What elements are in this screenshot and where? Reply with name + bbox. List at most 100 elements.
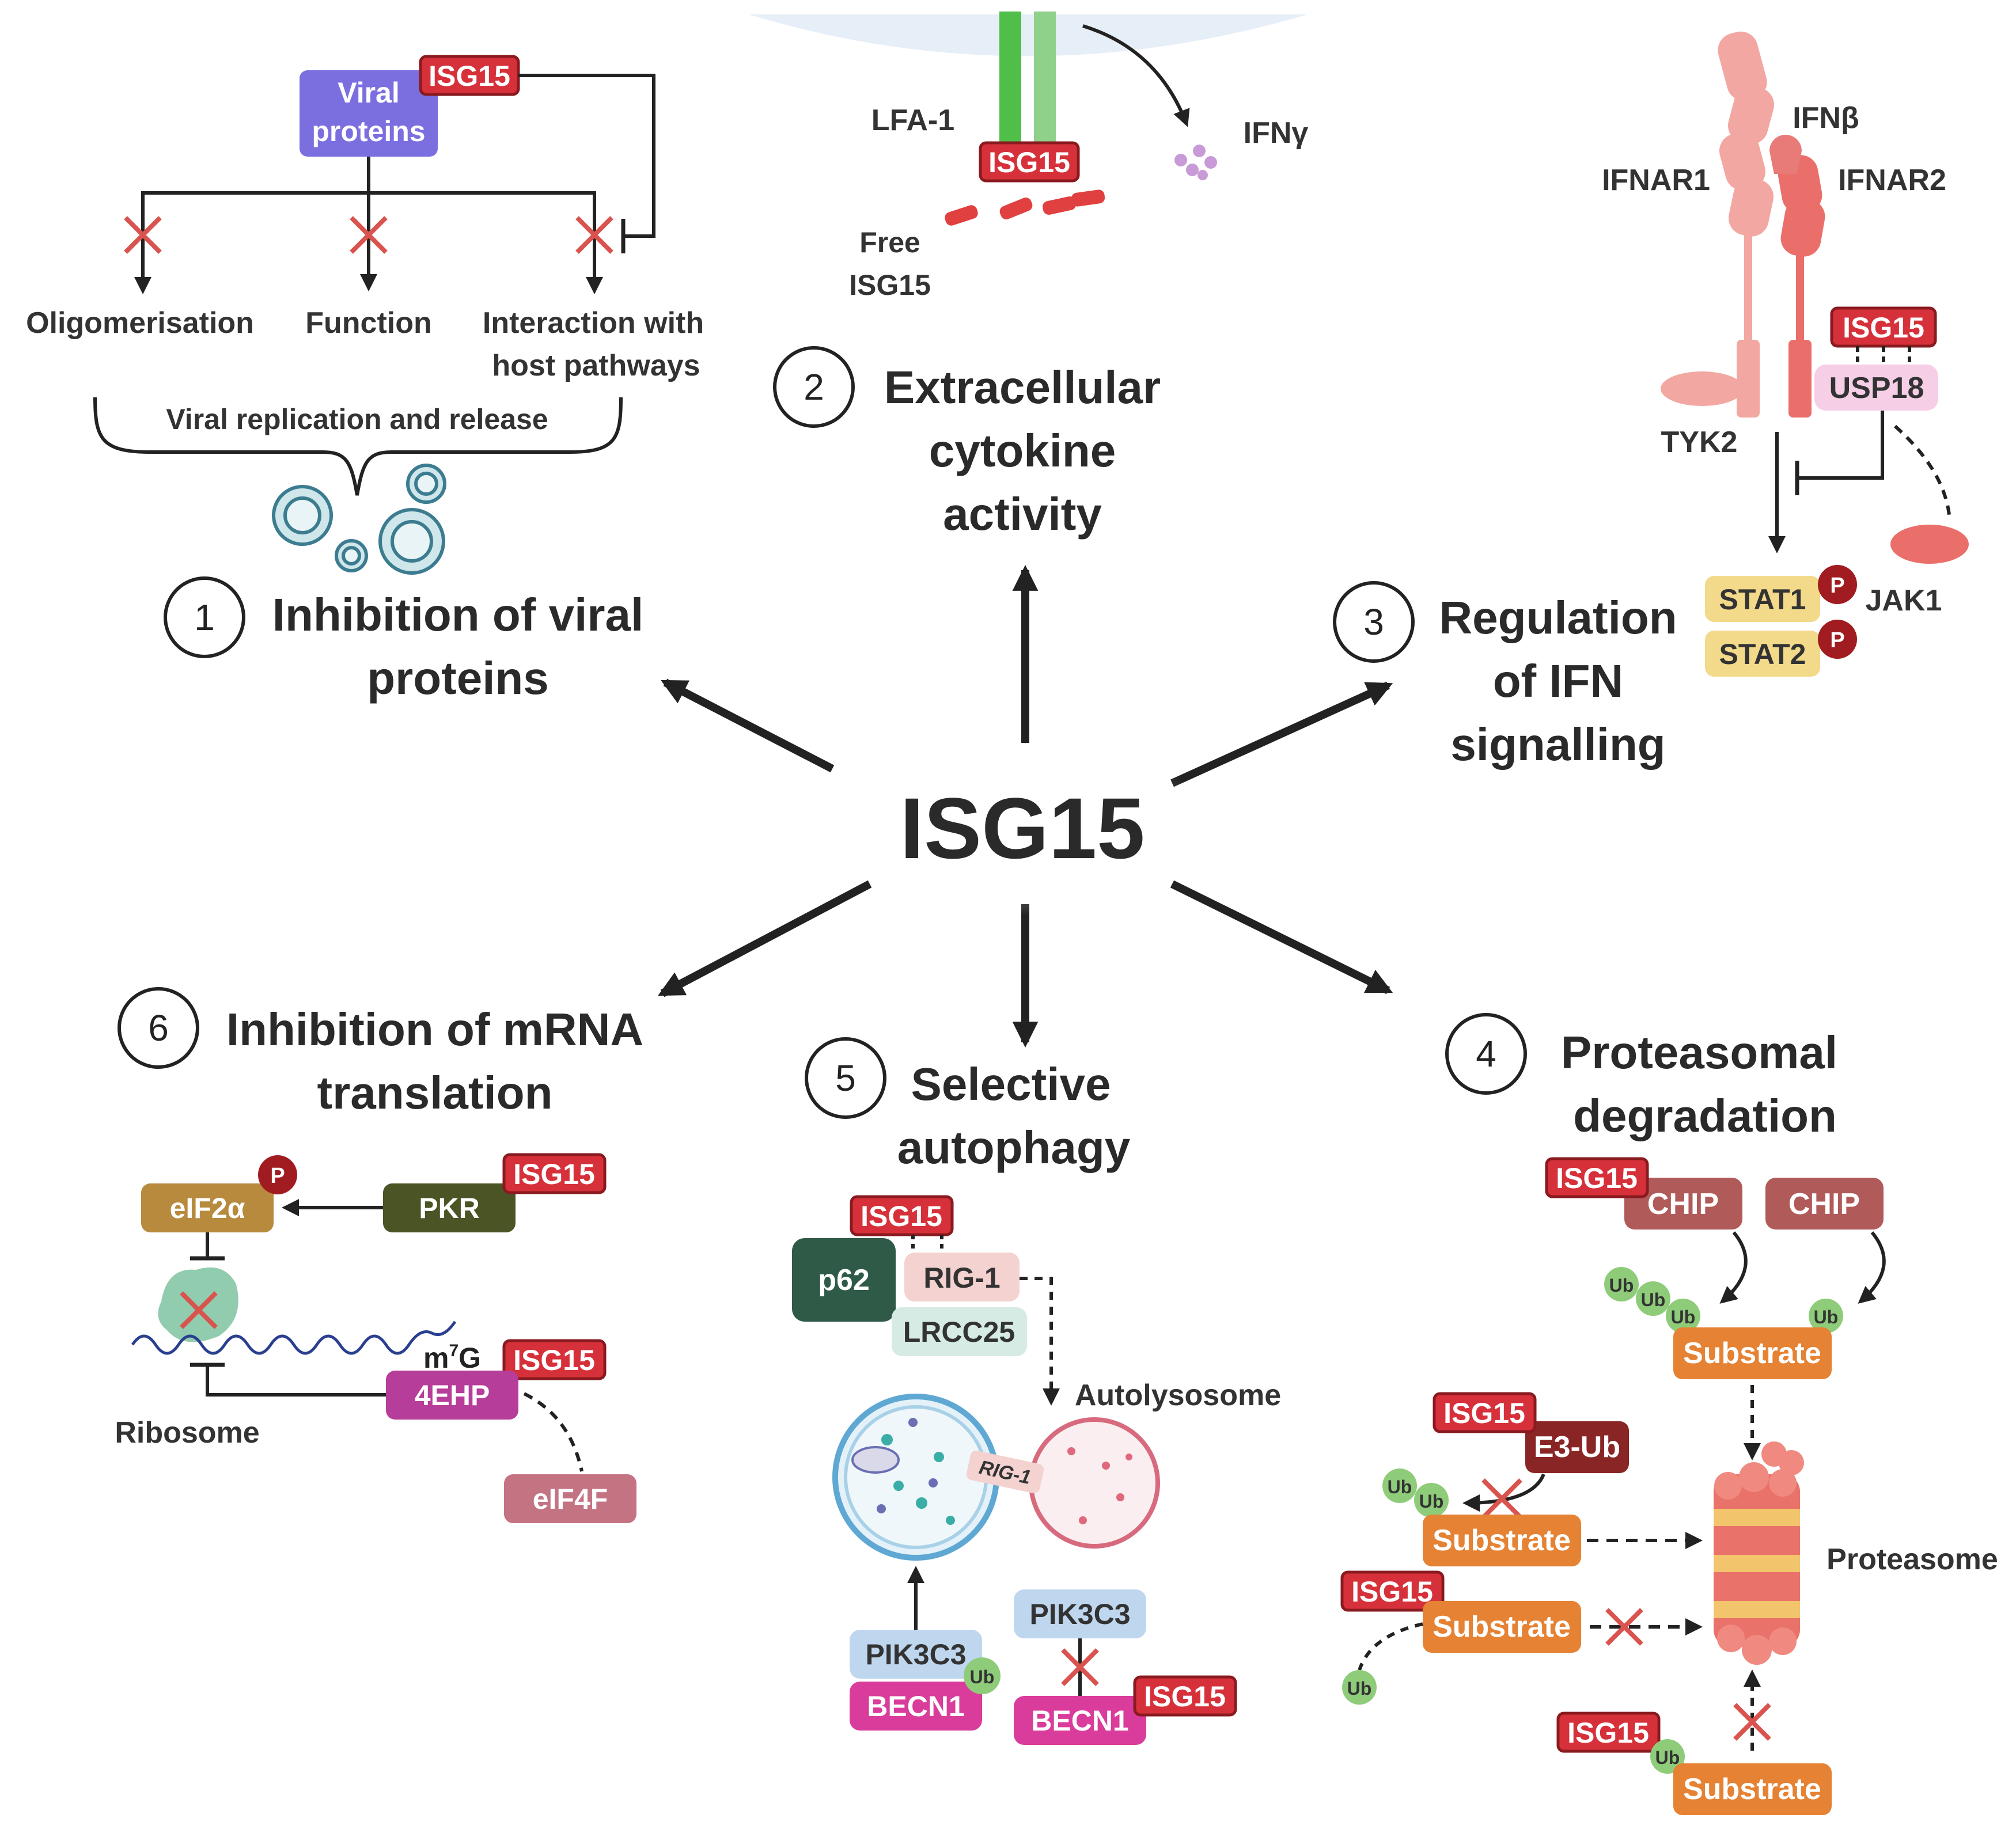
section-translation: 6 Inhibition of mRNA translation eIF2α P… [115, 987, 643, 1523]
becn1-box [1014, 1696, 1146, 1745]
isg15-tag-label: ISG15 [429, 60, 510, 92]
svg-text:ISG15: ISG15 [1556, 1162, 1638, 1194]
ribosome-label: Ribosome [115, 1416, 259, 1449]
center-label: ISG15 [900, 780, 1145, 876]
ifn-gamma-label: IFNγ [1244, 116, 1309, 150]
lfa1-chain-a [999, 12, 1021, 150]
isg15-tag [850, 1195, 954, 1236]
lrcc25-box [892, 1307, 1027, 1356]
svg-text:ISG15: ISG15 [513, 1344, 595, 1376]
svg-text:BECN1: BECN1 [1031, 1705, 1128, 1737]
tyk2-label: TYK2 [1661, 426, 1738, 459]
usp18-dashed-link [1894, 424, 1951, 522]
ifn-beta-label: IFNβ [1793, 101, 1859, 135]
jak1-label: JAK1 [1866, 584, 1942, 617]
jak1-shape [1890, 525, 1969, 564]
eif2a-box [141, 1183, 274, 1232]
inhibit-x-icons [124, 216, 613, 254]
isg15-tag [1133, 1675, 1237, 1717]
section-title-line2: degradation [1573, 1090, 1837, 1141]
svg-text:P: P [270, 1164, 285, 1188]
svg-text:p62: p62 [818, 1263, 870, 1297]
svg-text:ISG15: ISG15 [861, 1200, 942, 1232]
svg-text:PIK3C3: PIK3C3 [1029, 1598, 1130, 1630]
svg-text:RIG-1: RIG-1 [923, 1262, 1000, 1294]
section-autophagy: 5 Selective autophagy ISG15 p62 RIG-1 LR… [792, 1037, 1281, 1745]
rig1-box [904, 1253, 1020, 1301]
section-title-line1: Inhibition of mRNA [226, 1004, 643, 1055]
substrate-box [1423, 1601, 1581, 1653]
curly-brace [93, 397, 623, 496]
lfa1-chain-b [1034, 12, 1056, 150]
section-proteasome: 4 Proteasomal degradation CHIP ISG15 CHI… [1340, 1013, 1998, 1815]
arrow-to-viral [661, 678, 835, 773]
substrate-box [1423, 1515, 1581, 1566]
svg-text:BECN1: BECN1 [867, 1690, 964, 1722]
svg-text:ISG15: ISG15 [513, 1158, 595, 1190]
lysosome-icon [1029, 1417, 1160, 1549]
target-interaction-line2: host pathways [492, 349, 700, 382]
pik3c3-box [850, 1630, 982, 1679]
eif4f-box [504, 1474, 636, 1523]
phospho-icon [258, 1155, 297, 1194]
ifn-gamma-icon [1174, 145, 1217, 180]
svg-text:Substrate: Substrate [1683, 1773, 1821, 1806]
stat2-label: STAT2 [1719, 638, 1806, 670]
section-title-line1: Regulation [1439, 592, 1677, 643]
section-number: 3 [1363, 601, 1384, 643]
section-number-circle [1333, 581, 1415, 663]
target-oligomerisation: Oligomerisation [26, 306, 254, 340]
phospho-icon [1818, 565, 1857, 604]
section-title-line2: proteins [367, 652, 549, 704]
svg-text:Ub: Ub [1671, 1307, 1696, 1327]
svg-text:eIF2α: eIF2α [170, 1192, 245, 1224]
arrow-to-ifn [1170, 681, 1393, 787]
viral-proteins-line2: proteins [312, 115, 425, 147]
target-interaction-line1: Interaction with [483, 306, 704, 340]
pik3c3-box [1014, 1589, 1146, 1638]
section-title-line1: Inhibition of viral [272, 589, 643, 640]
section-number: 6 [148, 1007, 169, 1049]
ub-icons: Ub Ub Ub Ub [1604, 1267, 1843, 1333]
svg-text:Ub: Ub [1655, 1747, 1680, 1768]
svg-text:LRCC25: LRCC25 [903, 1316, 1015, 1348]
svg-text:ISG15: ISG15 [1351, 1576, 1433, 1608]
phospho-icon [1818, 620, 1857, 659]
svg-text:E3-Ub: E3-Ub [1534, 1430, 1620, 1464]
ifnar1-label: IFNAR1 [1602, 164, 1710, 197]
arrow-to-proteasome [1170, 880, 1393, 995]
section-extracellular: LFA-1 ISG15 Free ISG15 IFNγ 2 Extracellu… [749, 12, 1308, 540]
pkr-box [383, 1183, 516, 1232]
svg-text:Substrate: Substrate [1433, 1610, 1571, 1644]
isg15-tag [1556, 1712, 1661, 1753]
stat2-box [1705, 631, 1820, 677]
svg-text:Ub: Ub [1347, 1678, 1372, 1699]
stat1-label: STAT1 [1719, 583, 1806, 616]
svg-text:Substrate: Substrate [1433, 1524, 1571, 1557]
e3-ub-box [1525, 1421, 1629, 1473]
free-isg15-line1: Free [859, 226, 920, 259]
tyk2-shape [1661, 371, 1744, 406]
chip-box [1765, 1178, 1884, 1230]
isg15-tag [502, 1339, 607, 1380]
svg-text:Ub: Ub [1814, 1307, 1839, 1327]
viral-proteins-line1: Viral [338, 77, 400, 109]
section-title-line1: Proteasomal [1561, 1027, 1837, 1078]
svg-text:P: P [1830, 628, 1844, 652]
substrate-box [1673, 1763, 1832, 1815]
svg-text:Substrate: Substrate [1683, 1337, 1821, 1370]
isg15-tag-label: ISG15 [1843, 312, 1924, 344]
isg15-tag [1340, 1570, 1445, 1612]
section-number-circle [1445, 1013, 1527, 1095]
section-number: 1 [194, 597, 215, 638]
section-number-circle [805, 1037, 886, 1119]
section-title-line3: signalling [1450, 719, 1665, 770]
substrate-box [1673, 1327, 1832, 1379]
usp18-inhibition-line [1797, 411, 1884, 480]
svg-text:CHIP: CHIP [1647, 1187, 1719, 1221]
section-number-circle [118, 987, 199, 1069]
svg-text:PKR: PKR [419, 1192, 480, 1224]
isg15-tag [1433, 1392, 1537, 1433]
section-number: 5 [835, 1057, 856, 1099]
